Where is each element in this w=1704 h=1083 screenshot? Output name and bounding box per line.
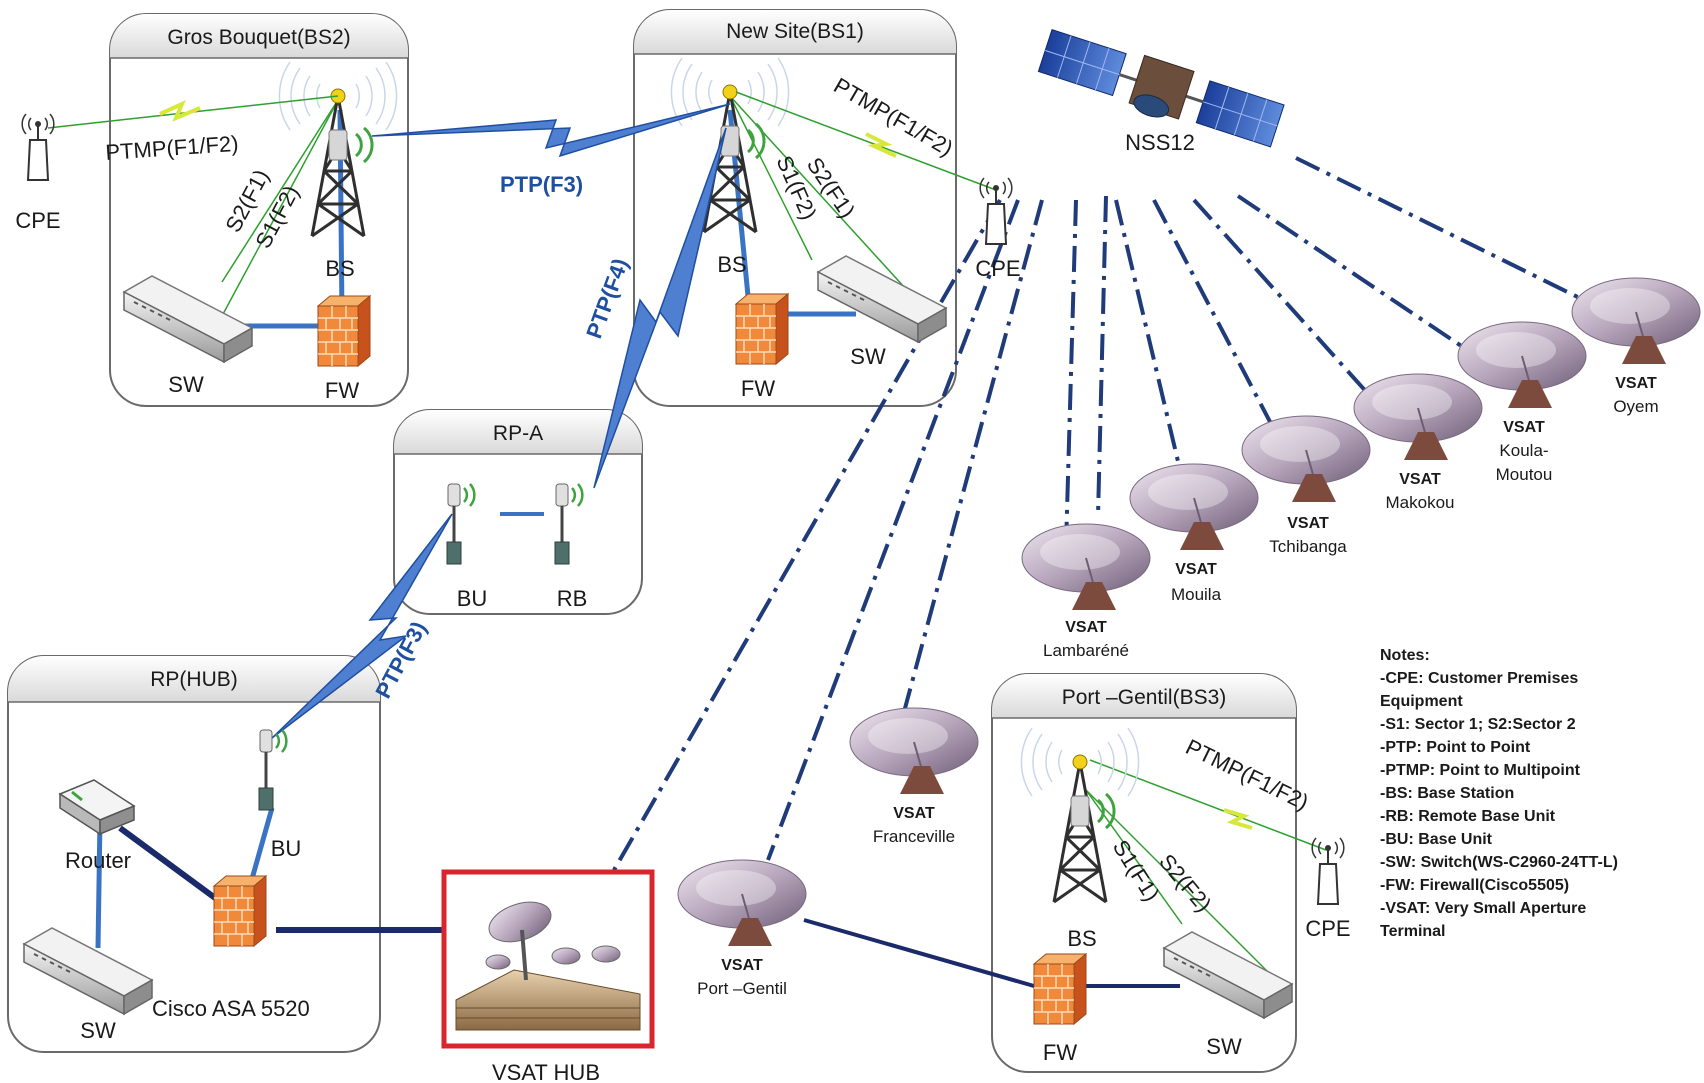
notes-line: Equipment [1380, 693, 1463, 710]
vsat-franceville-prefix: VSAT [893, 805, 935, 822]
vsat-koula-name-2: Moutou [1496, 465, 1553, 484]
portgentil-links [803, 759, 1327, 988]
vsat-makokou-name: Makokou [1386, 493, 1455, 512]
bs1-cpe-link [735, 91, 997, 191]
vsat-tchibanga-name: Tchibanga [1269, 537, 1347, 556]
vsat-koula-name-1: Koula- [1499, 441, 1548, 460]
bs2-fw-label: FW [325, 378, 359, 403]
notes-line: -FW: Firewall(Cisco5505) [1380, 877, 1569, 894]
vsat-oyem-dish-icon [1571, 277, 1701, 365]
bs1-sw-label: SW [850, 344, 886, 369]
site-bs3-title: Port –Gentil(BS3) [1062, 686, 1227, 709]
satellite-icon: NSS12 [1037, 28, 1285, 155]
vsat-tchibanga-prefix: VSAT [1287, 515, 1329, 532]
bs3-fw-label: FW [1043, 1040, 1077, 1065]
site-bs1-title: New Site(BS1) [726, 20, 864, 43]
vsat-makokou-prefix: VSAT [1399, 471, 1441, 488]
vsat-oyem-prefix: VSAT [1615, 375, 1657, 392]
bs3-cpe-icon [1311, 837, 1345, 905]
vsat-makokou-dish-icon [1353, 373, 1483, 461]
bs2-bs-label: BS [325, 256, 354, 281]
bs1-fw-label: FW [741, 376, 775, 401]
notes-line: -SW: Switch(WS-C2960-24TT-L) [1380, 854, 1618, 871]
notes-line: Terminal [1380, 923, 1446, 940]
bs2-cpe-icon [21, 113, 55, 181]
ptp-f3-top-bolt [371, 103, 731, 158]
ptp-f3-hub-label: PTP(F3) [370, 617, 431, 702]
ptp-f3-top-label: PTP(F3) [500, 172, 583, 197]
bs2-sw-label: SW [168, 372, 204, 397]
vsat-portgentil-name: Port –Gentil [697, 979, 787, 998]
bs1-bs-label: BS [717, 252, 746, 277]
vsat-mouila-name: Mouila [1171, 585, 1222, 604]
ptp-f4-bolt [593, 127, 727, 489]
vsat-koula-prefix: VSAT [1503, 419, 1545, 436]
vsat-oyem-name: Oyem [1613, 397, 1658, 416]
hub-sw-label: SW [80, 1018, 116, 1043]
asa-firewall-icon [213, 875, 267, 947]
vsat-franceville-name: Franceville [873, 827, 955, 846]
notes-line: -RB: Remote Base Unit [1380, 808, 1556, 825]
notes-line: -VSAT: Very Small Aperture [1380, 900, 1586, 917]
rpa-bu-label: BU [457, 586, 488, 611]
vsat-mouila-dish-icon [1129, 463, 1259, 551]
vsat-lambarene-dish-icon [1021, 523, 1151, 611]
site-bs2-title: Gros Bouquet(BS2) [167, 26, 350, 49]
satellite-label: NSS12 [1125, 130, 1195, 155]
vsat-tchibanga-dish-icon [1241, 415, 1371, 503]
bs3-cpe-label: CPE [1305, 916, 1350, 941]
bs3-sw-label: SW [1206, 1034, 1242, 1059]
bs2-cpe-link [47, 95, 339, 129]
notes-block: Notes: -CPE: Customer Premises Equipment… [1380, 647, 1618, 940]
notes-line: -BS: Base Station [1380, 785, 1514, 802]
vsat-hub-label: VSAT HUB [492, 1060, 600, 1083]
vsat-lambarene-name: Lambaréné [1043, 641, 1129, 660]
vsat-labels: VSAT Oyem VSAT Koula- Moutou VSAT Makoko… [697, 375, 1659, 998]
vsat-franceville-dish-icon [849, 707, 979, 795]
vsat-mouila-prefix: VSAT [1175, 561, 1217, 578]
notes-line: -PTP: Point to Point [1380, 739, 1531, 756]
notes-line: -PTMP: Point to Multipoint [1380, 762, 1581, 779]
hub-links [95, 807, 448, 949]
router-icon [58, 779, 136, 836]
vsat-lambarene-prefix: VSAT [1065, 619, 1107, 636]
notes-line: -BU: Base Unit [1380, 831, 1493, 848]
router-label: Router [65, 848, 131, 873]
portgentil-dish-icon [677, 859, 807, 947]
bs3-firewall-icon [1033, 953, 1087, 1025]
rpa-rb-label: RB [557, 586, 588, 611]
bs1-firewall-icon [735, 293, 789, 365]
notes-line: -S1: Sector 1; S2:Sector 2 [1380, 716, 1576, 733]
bs3-bs-label: BS [1067, 926, 1096, 951]
notes-line: Notes: [1380, 647, 1430, 664]
hub-bu-label: BU [271, 836, 302, 861]
vsat-hub [441, 869, 655, 1049]
notes-line: -CPE: Customer Premises [1380, 670, 1578, 687]
site-hub: RP(HUB) [7, 655, 381, 1053]
ptp-f4-label: PTP(F4) [581, 255, 633, 342]
vsat-portgentil-prefix: VSAT [721, 957, 763, 974]
site-rpa-title: RP-A [493, 422, 543, 445]
bs1-cpe-label: CPE [975, 256, 1020, 281]
bs2-cpe-label: CPE [15, 208, 60, 233]
asa-label: Cisco ASA 5520 [152, 996, 310, 1021]
bs2-firewall-icon [317, 295, 371, 367]
site-hub-title: RP(HUB) [150, 668, 238, 691]
